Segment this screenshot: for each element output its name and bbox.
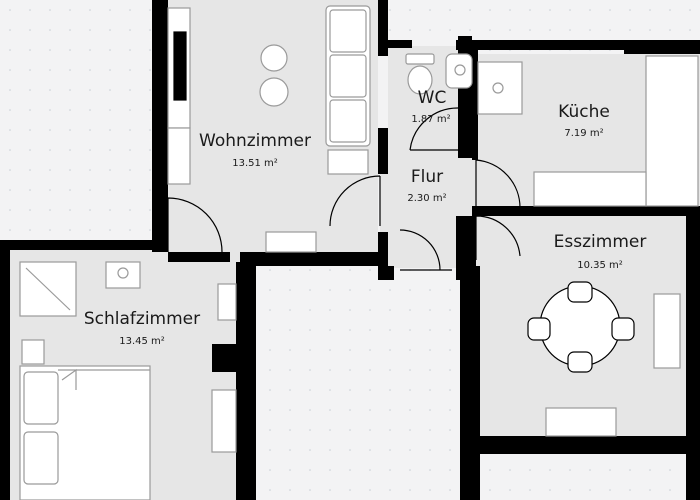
room-name-schlafzimmer: Schlafzimmer — [84, 309, 200, 329]
room-area-kueche: 7.19 m² — [564, 128, 603, 139]
door-wc — [409, 107, 459, 151]
side-table — [167, 127, 191, 185]
room-name-flur: Flur — [411, 167, 443, 187]
room-area-wc: 1.87 m² — [411, 114, 450, 125]
esszimmer-bench — [545, 407, 617, 437]
doors — [167, 107, 521, 271]
room-area-schlafzimmer: 13.45 m² — [119, 336, 165, 347]
wardrobe-bottom — [211, 389, 237, 453]
room-labels: Wohnzimmer 13.51 m² WC 1.87 m² Küche 7.1… — [84, 88, 646, 347]
counter-right — [645, 55, 699, 207]
door-flur-south — [399, 229, 452, 271]
door-kueche — [475, 159, 521, 209]
door-wohnzimmer — [329, 175, 381, 227]
courtyard — [256, 268, 461, 500]
room-name-wohnzimmer: Wohnzimmer — [199, 131, 311, 151]
sideboard — [653, 293, 681, 369]
door-schlafzimmer — [167, 197, 223, 253]
room-name-wc: WC — [418, 88, 447, 108]
toilet-bowl — [407, 65, 433, 95]
furniture — [19, 5, 699, 500]
stool-bottom — [259, 77, 289, 107]
wardrobe-top — [217, 283, 237, 321]
counter-bottom — [533, 171, 647, 207]
dining-set — [527, 281, 635, 373]
room-area-flur: 2.30 m² — [407, 193, 446, 204]
stool-top — [260, 44, 288, 72]
room-name-kueche: Küche — [558, 102, 610, 122]
nightstand — [21, 339, 45, 365]
room-name-esszimmer: Esszimmer — [554, 232, 647, 252]
room-area-esszimmer: 10.35 m² — [577, 260, 623, 271]
door-esszimmer — [475, 215, 521, 260]
toilet-tank — [405, 53, 435, 65]
tv — [173, 31, 187, 101]
footstool — [327, 149, 369, 175]
room-area-wohnzimmer: 13.51 m² — [232, 158, 278, 169]
wohnzimmer-shelf — [265, 231, 317, 253]
